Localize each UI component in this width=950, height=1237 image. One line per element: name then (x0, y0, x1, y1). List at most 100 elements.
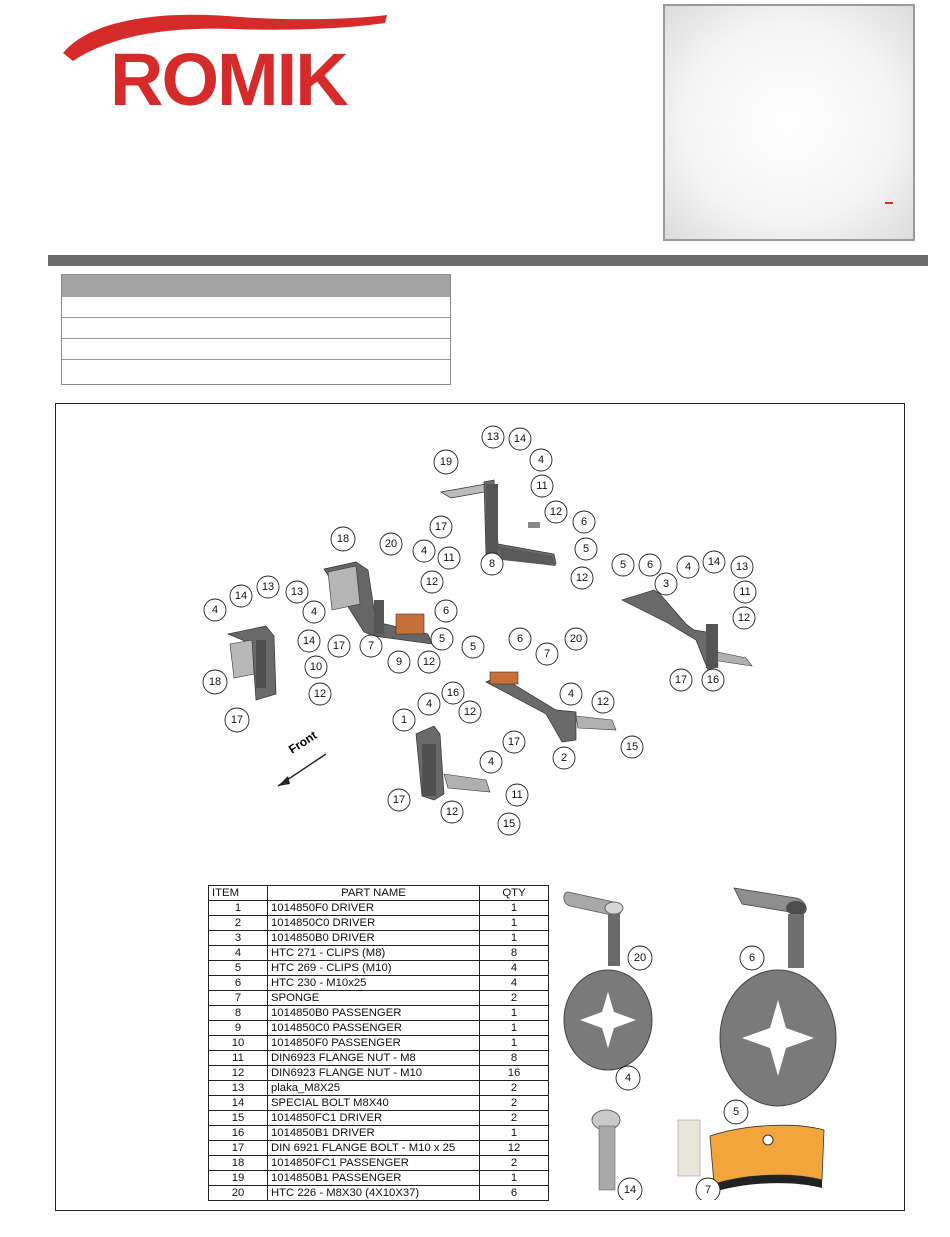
callout: 17 (429, 515, 453, 539)
svg-text:4: 4 (685, 561, 691, 573)
callout: 18 (202, 669, 228, 695)
bom-cell-item: 14 (208, 1095, 268, 1111)
svg-text:20: 20 (385, 538, 397, 550)
romik-logo: ROMIK (63, 14, 387, 115)
bom-cell-item: 7 (208, 990, 268, 1006)
callout: 17 (387, 788, 411, 812)
bracket-middle (323, 561, 433, 645)
callout: 6 (739, 945, 765, 971)
bom-cell-item: 11 (208, 1050, 268, 1066)
callout: 20 (564, 627, 588, 651)
bom-cell-qty: 8 (479, 945, 549, 961)
svg-text:6: 6 (647, 559, 653, 571)
svg-text:10: 10 (310, 661, 322, 673)
svg-text:16: 16 (707, 674, 719, 686)
bom-cell-qty: 1 (479, 1035, 549, 1051)
info-table-header (62, 275, 450, 297)
callout: 5 (574, 537, 598, 561)
svg-text:14: 14 (624, 1184, 636, 1196)
callout: 12 (417, 650, 441, 674)
svg-text:4: 4 (625, 1072, 631, 1084)
bom-header-item: ITEM (208, 885, 268, 901)
svg-text:13: 13 (487, 431, 499, 443)
svg-text:11: 11 (536, 480, 547, 492)
callout: 18 (330, 526, 356, 552)
svg-text:12: 12 (426, 576, 438, 588)
svg-text:12: 12 (423, 656, 435, 668)
svg-text:5: 5 (470, 641, 476, 653)
bom-cell-part-name: HTC 271 - CLIPS (M8) (267, 945, 480, 961)
bom-cell-part-name: plaka_M8X25 (267, 1080, 480, 1096)
bom-cell-item: 17 (208, 1140, 268, 1156)
callout: 20 (627, 945, 653, 971)
bracket-right (621, 589, 753, 671)
bom-cell-part-name: 1014850B0 DRIVER (267, 930, 480, 946)
bom-cell-item: 6 (208, 975, 268, 991)
svg-text:12: 12 (464, 706, 476, 718)
callout: 6 (508, 627, 532, 651)
bom-header-qty: QTY (479, 885, 549, 901)
callout: 12 (308, 682, 332, 706)
bom-cell-part-name: 1014850C0 DRIVER (267, 915, 480, 931)
svg-text:7: 7 (368, 640, 374, 652)
bom-cell-qty: 1 (479, 900, 549, 916)
callout: 13 (730, 555, 754, 579)
exploded-diagram: Front 13 14 19 4 11 12 6 17 18 20 4 11 5… (202, 425, 757, 836)
callout: 17 (327, 634, 351, 658)
callout: 15 (497, 812, 521, 836)
callout: 13 (481, 425, 505, 449)
callout: 11 (437, 546, 461, 570)
bracket-center (485, 671, 617, 743)
bom-cell-part-name: DIN6923 FLANGE NUT - M10 (267, 1065, 480, 1081)
bom-cell-part-name: SPECIAL BOLT M8X40 (267, 1095, 480, 1111)
callout: 7 (359, 634, 383, 658)
bom-cell-qty: 1 (479, 915, 549, 931)
svg-text:4: 4 (311, 606, 317, 618)
callout: 4 (412, 539, 436, 563)
svg-text:1: 1 (401, 714, 407, 726)
bom-cell-item: 12 (208, 1065, 268, 1081)
svg-text:20: 20 (570, 633, 582, 645)
callout: 6 (434, 599, 458, 623)
info-panel (663, 4, 915, 241)
svg-text:17: 17 (333, 640, 345, 652)
bom-cell-part-name: SPONGE (267, 990, 480, 1006)
svg-text:4: 4 (538, 454, 544, 466)
logo-text: ROMIK (110, 38, 348, 115)
svg-text:17: 17 (675, 674, 687, 686)
callout: 4 (417, 692, 441, 716)
callout: 13 (256, 575, 280, 599)
callout: 19 (433, 449, 459, 475)
callout: 14 (297, 629, 321, 653)
callout: 4 (302, 600, 326, 624)
svg-text:3: 3 (663, 578, 669, 590)
thumb-callouts: 20 6 4 5 14 7 (615, 945, 765, 1200)
svg-text:12: 12 (576, 572, 588, 584)
callout: 10 (304, 655, 328, 679)
callout: 14 (702, 550, 726, 574)
callout: 11 (733, 580, 757, 604)
callout: 4 (479, 750, 503, 774)
svg-text:15: 15 (503, 818, 515, 830)
svg-text:13: 13 (262, 581, 274, 593)
svg-text:14: 14 (303, 635, 315, 647)
bom-cell-item: 15 (208, 1110, 268, 1126)
svg-text:5: 5 (439, 633, 445, 645)
bom-cell-part-name: 1014850C0 PASSENGER (267, 1020, 480, 1036)
callout: 7 (695, 1177, 721, 1200)
callout: 11 (530, 474, 554, 498)
callout: 9 (387, 650, 411, 674)
callout: 6 (572, 510, 596, 534)
svg-text:17: 17 (508, 736, 520, 748)
callout: 14 (229, 584, 253, 608)
svg-text:19: 19 (440, 456, 452, 468)
